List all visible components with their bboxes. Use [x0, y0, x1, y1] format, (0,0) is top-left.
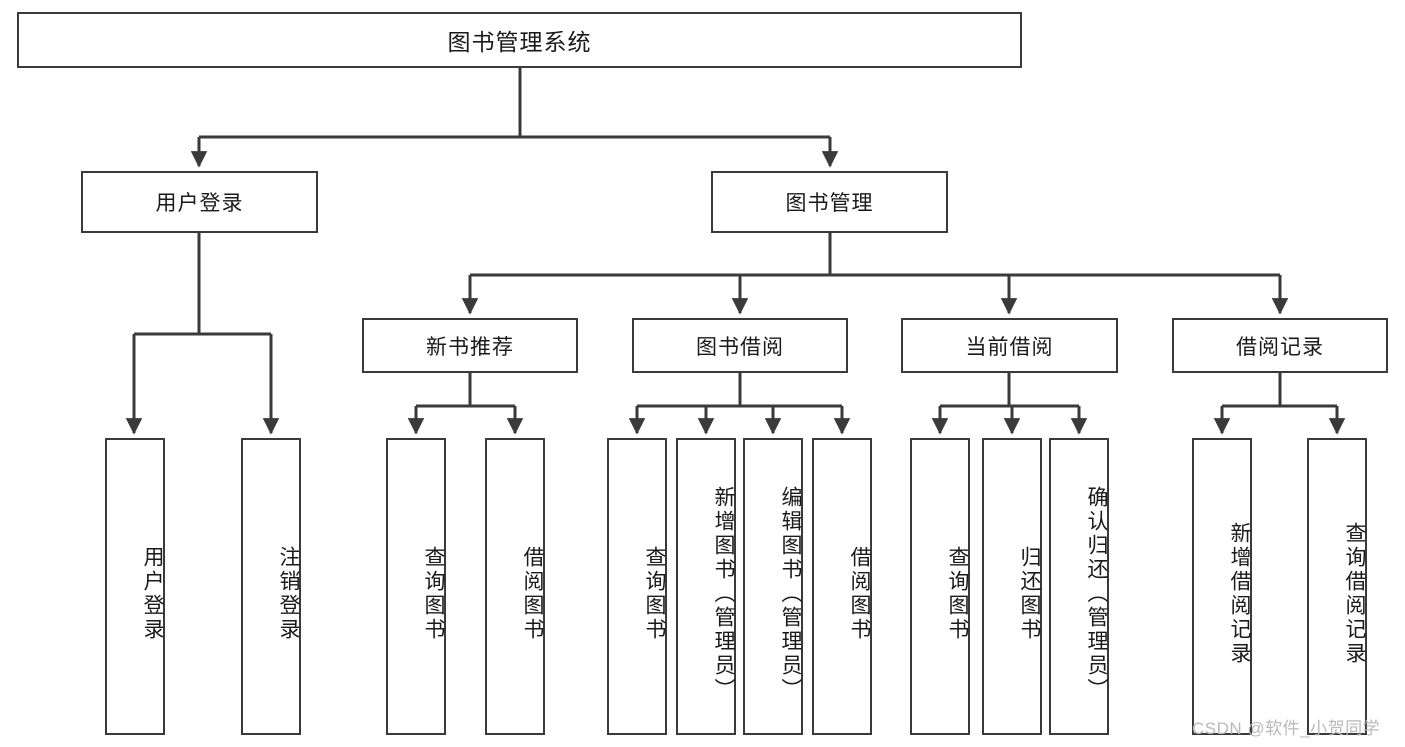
- node-user-login-label: 用户登录: [155, 192, 244, 215]
- node-leaf-edit-book[interactable]: 编辑图书（管理员）: [743, 438, 803, 735]
- node-leaf-query-book-2[interactable]: 查询图书: [607, 438, 667, 735]
- edges-newbookrec-to-leaves: [407, 373, 524, 435]
- node-book-borrow[interactable]: 图书借阅: [632, 318, 848, 373]
- node-leaf-query-book-1[interactable]: 查询图书: [386, 438, 446, 735]
- edges-root-to-level2: [190, 68, 839, 168]
- node-leaf-query-book-3[interactable]: 查询图书: [910, 438, 970, 735]
- node-borrow-record[interactable]: 借阅记录: [1172, 318, 1388, 373]
- node-leaf-query-book-3-label: 查询图书: [946, 545, 969, 642]
- node-leaf-add-book-label: 新增图书（管理员）: [712, 485, 735, 702]
- node-leaf-borrow-book-1-label: 借阅图书: [521, 545, 544, 642]
- node-leaf-borrow-book-2-label: 借阅图书: [848, 545, 871, 642]
- csdn-watermark: CSDN @软件_小贺同学: [1192, 719, 1381, 738]
- node-leaf-add-book[interactable]: 新增图书（管理员）: [676, 438, 736, 735]
- node-book-borrow-label: 图书借阅: [696, 335, 784, 359]
- node-root-label: 图书管理系统: [447, 29, 592, 55]
- node-leaf-confirm-return-label: 确认归还（管理员）: [1085, 485, 1108, 702]
- node-leaf-return-book-label: 归还图书: [1018, 545, 1041, 642]
- node-leaf-borrow-book-2[interactable]: 借阅图书: [812, 438, 872, 735]
- node-new-book-rec[interactable]: 新书推荐: [362, 318, 578, 373]
- node-book-manage[interactable]: 图书管理: [711, 171, 948, 233]
- node-leaf-edit-book-label: 编辑图书（管理员）: [779, 485, 802, 702]
- node-leaf-query-record[interactable]: 查询借阅记录: [1307, 438, 1367, 735]
- edges-bookborrow-to-leaves: [628, 373, 851, 435]
- node-leaf-add-record-label: 新增借阅记录: [1228, 521, 1251, 666]
- edges-currentborrow-to-leaves: [931, 373, 1088, 435]
- node-leaf-user-login-label: 用户登录: [141, 545, 164, 642]
- node-leaf-return-book[interactable]: 归还图书: [982, 438, 1042, 735]
- node-leaf-borrow-book-1[interactable]: 借阅图书: [485, 438, 545, 735]
- node-new-book-rec-label: 新书推荐: [426, 335, 514, 359]
- node-book-manage-label: 图书管理: [785, 192, 874, 215]
- edges-borrowrecord-to-leaves: [1213, 373, 1346, 435]
- node-leaf-query-book-1-label: 查询图书: [422, 545, 445, 642]
- edges-userlogin-to-leaves: [125, 233, 280, 435]
- node-borrow-record-label: 借阅记录: [1236, 335, 1324, 359]
- node-current-borrow-label: 当前借阅: [965, 335, 1054, 359]
- node-leaf-logout[interactable]: 注销登录: [241, 438, 301, 735]
- node-root[interactable]: 图书管理系统: [17, 12, 1022, 68]
- node-leaf-confirm-return[interactable]: 确认归还（管理员）: [1049, 438, 1109, 735]
- node-leaf-user-login[interactable]: 用户登录: [105, 438, 165, 735]
- node-leaf-query-record-label: 查询借阅记录: [1343, 521, 1366, 666]
- node-leaf-add-record[interactable]: 新增借阅记录: [1192, 438, 1252, 735]
- node-leaf-logout-label: 注销登录: [277, 545, 300, 642]
- node-user-login[interactable]: 用户登录: [81, 171, 318, 233]
- edges-bookmanage-to-level3: [461, 233, 1289, 315]
- node-current-borrow[interactable]: 当前借阅: [901, 318, 1118, 373]
- node-leaf-query-book-2-label: 查询图书: [643, 545, 666, 642]
